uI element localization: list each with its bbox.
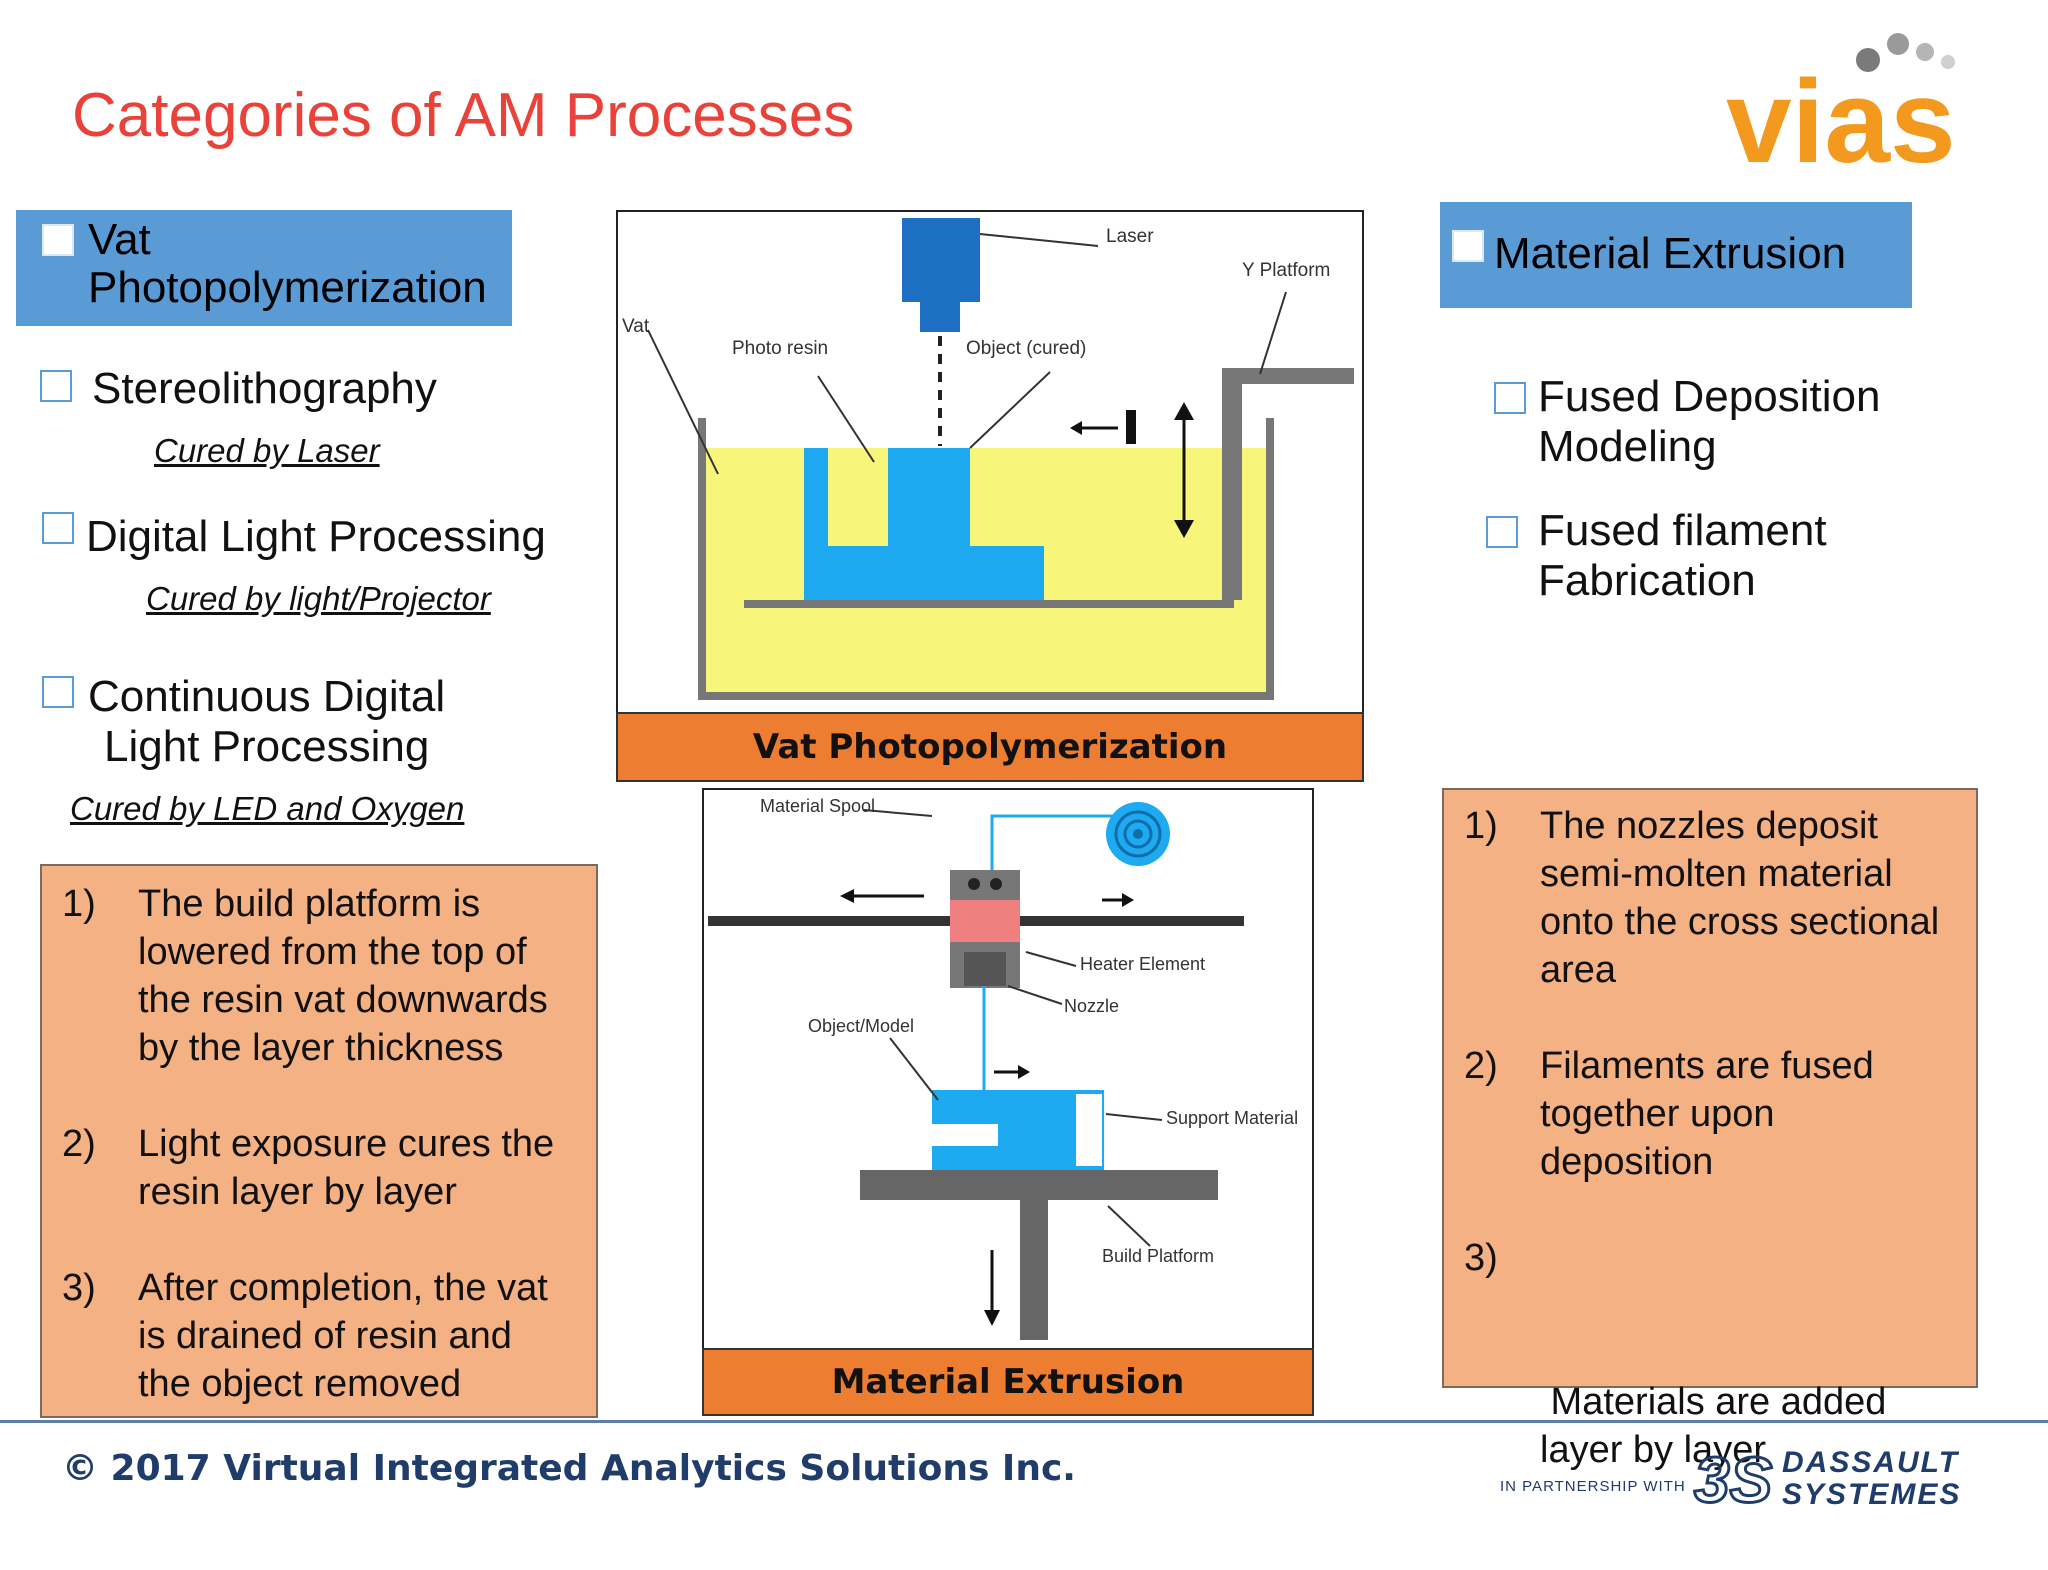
- header-text: Material Extrusion: [1494, 229, 1847, 278]
- list-item-sub: Cured by Laser: [154, 432, 380, 469]
- list-item-cdlp-line1: Continuous Digital: [88, 672, 446, 721]
- svg-text:3S: 3S: [1694, 1444, 1773, 1516]
- footer-divider: [0, 1420, 2048, 1423]
- list-item-cdlp-line2: Light Processing: [104, 722, 430, 771]
- list-item-fff-line1: Fused filament: [1538, 506, 1827, 555]
- checkbox-icon: [40, 370, 72, 402]
- checkbox-icon: [42, 512, 74, 544]
- vias-logo: vias: [1726, 33, 1956, 172]
- material-extrusion-header: Material Extrusion: [1440, 202, 1912, 308]
- checkbox-icon: [1486, 516, 1518, 548]
- slide-title: Categories of AM Processes: [72, 81, 855, 150]
- extrusion-illustration: Material Spool Heater Element Nozzle Obj…: [708, 796, 1298, 1340]
- label-heater: Heater Element: [1080, 954, 1205, 974]
- list-item-fff-line2: Fabrication: [1538, 556, 1756, 605]
- list-item-sub: Cured by LED and Oxygen: [70, 790, 465, 827]
- extrusion-diagram: Material Spool Heater Element Nozzle Obj…: [702, 788, 1314, 1350]
- logo-wordmark: vias: [1726, 56, 1956, 172]
- checkbox-icon: [42, 676, 74, 708]
- label-laser: Laser: [1106, 226, 1154, 247]
- partner-name-line2: SYSTEMES: [1782, 1478, 1961, 1511]
- list-item-sub: Cured by light/Projector: [146, 580, 491, 617]
- label-object: Object/Model: [808, 1016, 914, 1036]
- label-platform: Build Platform: [1102, 1246, 1214, 1266]
- list-item-dlp: Digital Light Processing: [86, 512, 546, 561]
- list-item-fdm-line2: Modeling: [1538, 422, 1717, 471]
- label-vat: Vat: [622, 316, 650, 337]
- dassault-logo: 3S DASSAULT SYSTEMES: [1693, 1443, 1961, 1517]
- vat-photopolymerization-header: Vat Photopolymerization: [16, 210, 512, 326]
- partner-label: IN PARTNERSHIP WITH: [1500, 1478, 1686, 1495]
- checkbox-icon: [1494, 382, 1526, 414]
- checkbox-icon: [1452, 230, 1484, 262]
- vat-illustration: Laser Y Platform Vat Photo resin Object …: [622, 218, 1354, 700]
- header-line-1: Vat: [88, 215, 151, 264]
- vat-diagram: Laser Y Platform Vat Photo resin Object …: [616, 210, 1364, 714]
- list-item-stereolithography: Stereolithography: [92, 364, 437, 413]
- partner-name-line1: DASSAULT: [1782, 1446, 1960, 1479]
- label-object: Object (cured): [966, 338, 1086, 359]
- list-item-fdm-line1: Fused Deposition: [1538, 372, 1881, 421]
- label-spool: Material Spool: [760, 796, 875, 816]
- vat-caption: Vat Photopolymerization: [616, 712, 1364, 782]
- header-line-2: Photopolymerization: [88, 263, 487, 312]
- copyright: © 2017 Virtual Integrated Analytics Solu…: [62, 1448, 1076, 1489]
- label-nozzle: Nozzle: [1064, 996, 1119, 1016]
- extrusion-caption: Material Extrusion: [702, 1348, 1314, 1416]
- label-support: Support Material: [1166, 1108, 1298, 1128]
- label-y-platform: Y Platform: [1242, 260, 1330, 281]
- checkbox-icon: [42, 224, 74, 256]
- label-photo-resin: Photo resin: [732, 338, 828, 359]
